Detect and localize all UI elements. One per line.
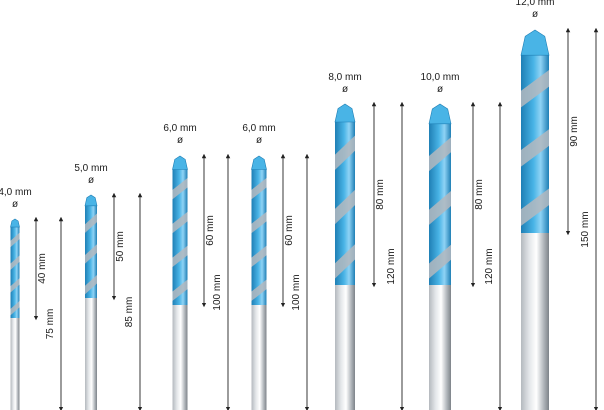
working-length-label: 50 mm — [115, 231, 126, 262]
working-length-label: 40 mm — [37, 253, 48, 284]
spiral-band — [172, 177, 188, 200]
drill-bit-7: 12,0 mmø 90 mm 150 mm — [516, 0, 599, 410]
drill-bit-1: 4,0 mmø 40 mm 75 mm — [0, 187, 64, 410]
spiral-band — [251, 245, 267, 268]
spiral-band — [521, 188, 549, 226]
diameter-label: 5,0 mm — [74, 163, 107, 174]
diameter-label: 10,0 mm — [421, 72, 460, 83]
carbide-tip — [84, 194, 98, 207]
drill-bit-2: 5,0 mmø 50 mm 85 mm — [74, 163, 143, 410]
spiral-band — [521, 129, 549, 167]
shank — [521, 227, 549, 410]
shank — [172, 299, 188, 410]
working-length-label: 60 mm — [284, 215, 295, 246]
total-length-label: 75 mm — [45, 309, 56, 340]
spiral-band — [521, 70, 549, 108]
working-length-label: 80 mm — [375, 179, 386, 210]
total-length-label: 120 mm — [386, 248, 397, 284]
spiral-band — [251, 211, 267, 234]
spiral-band — [335, 244, 355, 279]
diameter-symbol: ø — [12, 199, 18, 210]
spiral-band — [10, 255, 20, 270]
drill-bit-4: 6,0 mmø 60 mm 100 mm — [242, 123, 310, 410]
diameter-symbol: ø — [437, 84, 443, 95]
spiral-band — [429, 137, 451, 172]
diameter-symbol: ø — [256, 135, 262, 146]
carbide-tip — [10, 218, 20, 228]
diameter-symbol: ø — [177, 135, 183, 146]
diameter-symbol: ø — [532, 9, 538, 20]
flute — [10, 227, 20, 318]
spiral-band — [335, 135, 355, 170]
working-length-label: 60 mm — [205, 215, 216, 246]
diameter-label: 4,0 mm — [0, 187, 32, 198]
drill-bit-5: 8,0 mmø 80 mm 120 mm — [328, 72, 405, 410]
working-length-label: 90 mm — [569, 116, 580, 147]
total-length-label: 100 mm — [291, 274, 302, 310]
total-length-label: 85 mm — [124, 297, 135, 328]
carbide-tip — [428, 103, 452, 125]
diameter-label: 6,0 mm — [242, 123, 275, 134]
spiral-band — [85, 274, 97, 295]
spiral-band — [251, 279, 267, 301]
diameter-label: 8,0 mm — [328, 72, 361, 83]
total-length-label: 100 mm — [212, 274, 223, 310]
diameter-label: 6,0 mm — [163, 123, 196, 134]
total-length-label: 150 mm — [580, 211, 591, 247]
carbide-tip — [520, 29, 550, 56]
spiral-band — [172, 279, 188, 301]
diameter-symbol: ø — [342, 84, 348, 95]
shank — [429, 279, 451, 410]
working-length-label: 80 mm — [474, 179, 485, 210]
drill-bit-6: 10,0 mmø 80 mm 120 mm — [421, 72, 503, 410]
carbide-tip — [334, 103, 356, 123]
flute — [172, 169, 188, 305]
spiral-band — [429, 190, 451, 225]
spiral-band — [429, 244, 451, 279]
diameter-label: 12,0 mm — [516, 0, 555, 8]
shank — [335, 279, 355, 410]
spiral-band — [172, 245, 188, 268]
carbide-tip — [172, 155, 188, 170]
shank — [10, 312, 20, 410]
spiral-band — [10, 232, 20, 248]
carbide-tip — [251, 155, 267, 170]
shank — [251, 299, 267, 410]
spiral-band — [85, 244, 97, 264]
flute — [251, 169, 267, 305]
spiral-band — [10, 300, 20, 316]
spiral-band — [251, 177, 267, 200]
shank — [85, 292, 97, 410]
spiral-band — [172, 211, 188, 234]
drill-bit-3: 6,0 mmø 60 mm 100 mm — [163, 123, 231, 410]
total-length-label: 120 mm — [484, 248, 495, 284]
spiral-band — [335, 189, 355, 225]
spiral-band — [10, 278, 20, 293]
diameter-symbol: ø — [88, 175, 94, 186]
spiral-band — [85, 213, 97, 233]
